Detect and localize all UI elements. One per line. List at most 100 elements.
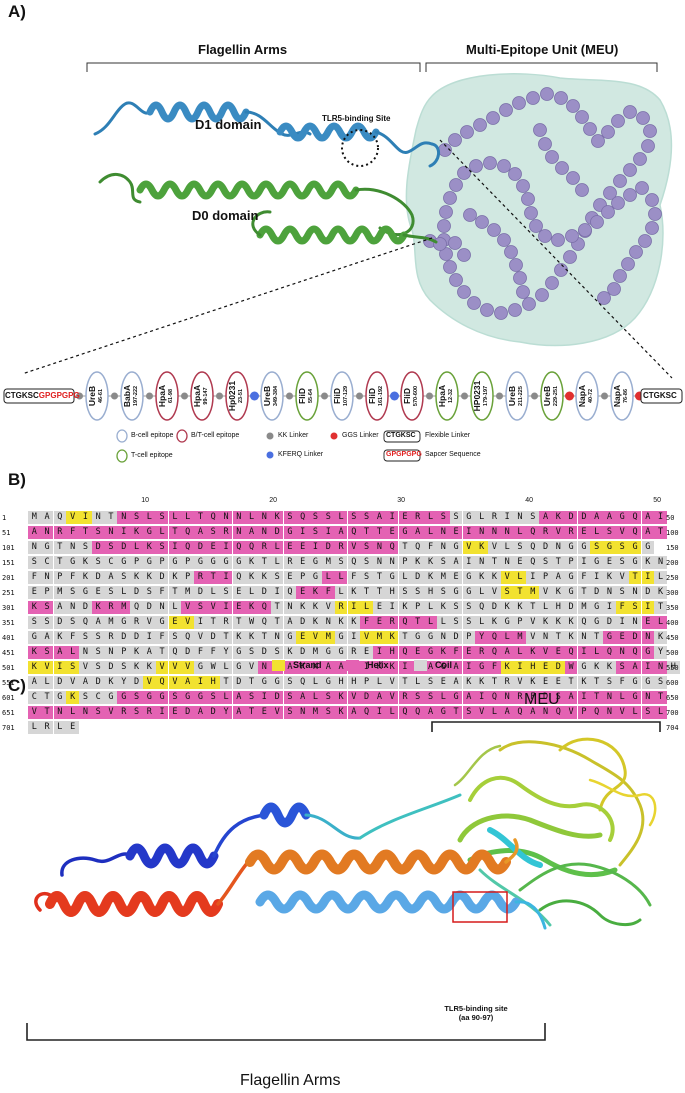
- residue-cell: G: [628, 556, 642, 569]
- residue-cell: A: [500, 706, 514, 719]
- residue-cell: T: [373, 526, 386, 539]
- residue-cell: K: [488, 571, 501, 584]
- residue-cell: V: [40, 661, 54, 674]
- residue-cell: L: [654, 571, 667, 584]
- residue-cell: A: [449, 556, 463, 569]
- residue-cell: S: [309, 511, 322, 524]
- row-start-position: 451: [2, 649, 15, 657]
- residue-cell: I: [347, 601, 361, 614]
- meu-linkers: [76, 391, 644, 401]
- residue-cell: N: [603, 706, 616, 719]
- residue-cell: Q: [258, 616, 271, 629]
- residue-cell: R: [385, 616, 399, 629]
- residue-cell: Q: [526, 541, 540, 554]
- residue-cell: K: [437, 646, 450, 659]
- linker-dot: [76, 392, 83, 400]
- residue-cell: T: [373, 586, 386, 599]
- residue-cell: L: [206, 586, 220, 599]
- residue-cell: G: [590, 601, 603, 614]
- right-cap-text: CTGKSC: [643, 391, 677, 400]
- residue-cell: I: [360, 661, 373, 674]
- row-end-position: 650: [666, 694, 679, 702]
- residue-cell: N: [232, 526, 246, 539]
- residue-cell: R: [258, 541, 271, 554]
- residue-cell: K: [475, 541, 488, 554]
- residue-cell: S: [283, 691, 297, 704]
- d1-arm-helix: [60, 802, 362, 877]
- linker-dot: [356, 392, 363, 400]
- row-end-position: 50: [666, 514, 675, 522]
- residue-cell: C: [40, 556, 54, 569]
- residue-cell: L: [590, 526, 603, 539]
- panel-c-structure: [26, 721, 661, 1041]
- legend-flex-box: CTGKSC: [386, 432, 416, 439]
- residue-cell: I: [385, 601, 399, 614]
- residue-cell: W: [206, 661, 220, 674]
- residue-cell: T: [206, 571, 220, 584]
- residue-cell: I: [462, 556, 476, 569]
- residue-cell: A: [334, 526, 348, 539]
- epitope-oval: [575, 371, 599, 421]
- residue-cell: D: [91, 541, 105, 554]
- epitope-oval: [120, 371, 144, 421]
- tlr5-binding-marker: [341, 129, 379, 167]
- legend-kk: KK Linker: [278, 432, 309, 439]
- residue-cell: E: [462, 646, 476, 659]
- residue-cell: T: [245, 676, 258, 689]
- residue-cell: S: [206, 691, 220, 704]
- residue-cell: L: [155, 526, 169, 539]
- residue-cell: I: [500, 511, 514, 524]
- residue-cell: L: [437, 691, 450, 704]
- residue-cell: K: [245, 601, 258, 614]
- residue-cell: S: [334, 556, 348, 569]
- residue-cell: E: [28, 586, 41, 599]
- residue-cell: I: [117, 526, 131, 539]
- residue-cell: S: [411, 586, 425, 599]
- residue-cell: F: [155, 631, 169, 644]
- residue-cell: E: [437, 676, 450, 689]
- residue-cell: D: [117, 631, 131, 644]
- residue-cell: S: [91, 706, 105, 719]
- residue-cell: G: [385, 571, 399, 584]
- residue-cell: L: [513, 646, 527, 659]
- residue-cell: L: [66, 706, 79, 719]
- residue-cell: S: [91, 556, 105, 569]
- residue-cell: T: [168, 526, 182, 539]
- residue-cell: N: [104, 646, 118, 659]
- residue-cell: E: [411, 646, 425, 659]
- residue-cell: D: [194, 541, 207, 554]
- residue-cell: S: [654, 676, 667, 689]
- residue-cell: E: [296, 541, 309, 554]
- residue-cell: A: [53, 646, 67, 659]
- residue-cell: S: [615, 556, 629, 569]
- residue-cell: R: [488, 511, 501, 524]
- residue-cell: S: [66, 661, 79, 674]
- residue-cell: N: [654, 661, 667, 674]
- residue-cell: V: [552, 526, 565, 539]
- residue-cell: N: [437, 541, 450, 554]
- residue-cell: T: [79, 526, 92, 539]
- residue-cell: E: [91, 586, 105, 599]
- epitope-oval: [435, 371, 459, 421]
- residue-cell: I: [462, 526, 476, 539]
- residue-cell: E: [296, 586, 309, 599]
- residue-cell: V: [181, 661, 194, 674]
- residue-cell: A: [79, 676, 92, 689]
- residue-cell: T: [526, 601, 540, 614]
- residue-cell: D: [117, 541, 131, 554]
- residue-cell: Q: [181, 631, 194, 644]
- residue-cell: V: [488, 541, 501, 554]
- row-end-position: 400: [666, 619, 679, 627]
- residue-cell: D: [539, 541, 552, 554]
- residue-cell: T: [219, 676, 233, 689]
- residue-cell: A: [91, 616, 105, 629]
- residue-cell: A: [334, 661, 348, 674]
- residue-cell: Q: [526, 556, 540, 569]
- residue-cell: Y: [219, 646, 233, 659]
- residue-cell: Q: [488, 631, 501, 644]
- residue-cell: P: [462, 631, 476, 644]
- residue-cell: Q: [398, 646, 412, 659]
- residue-cell: T: [590, 676, 603, 689]
